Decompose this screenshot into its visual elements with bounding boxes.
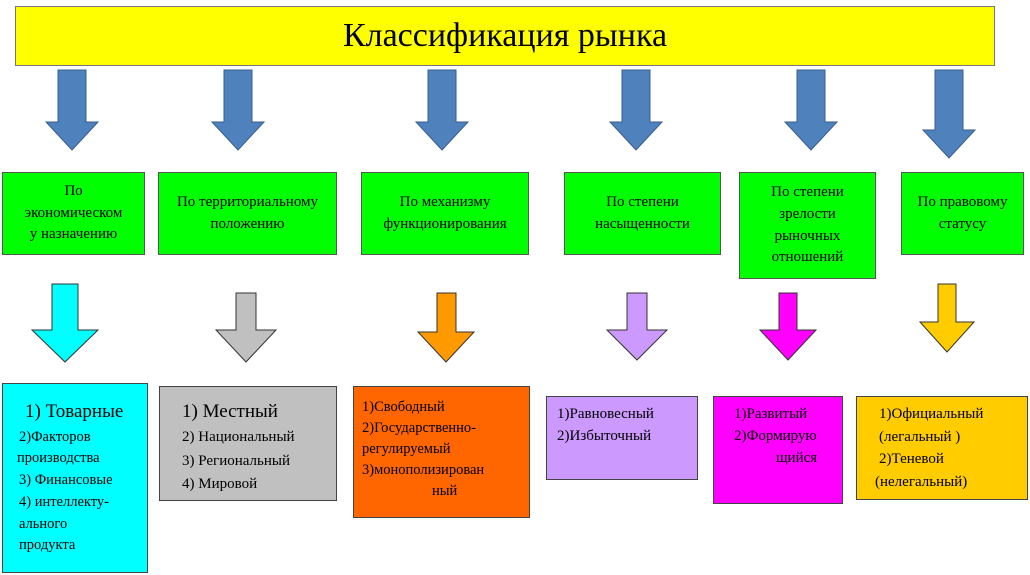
category-legal-status: По правовому статусу [901,172,1024,255]
detail-line: (нелегальный) [875,473,968,490]
category-mechanism: По механизму функционирования [361,172,529,255]
detail-line: 1)Свободный [362,399,445,415]
arrow-down-icon [414,69,470,151]
arrow-down-icon [30,283,100,363]
detail-line: 1)Официальный [879,406,984,422]
category-territorial: По территориальному положению [158,172,337,255]
detail-line: (легальный ) [879,428,961,445]
detail-box-economic: 1) Товарные 2)Факторов производства 3) Ф… [2,383,148,573]
arrow-down-icon [214,292,278,363]
detail-line: ный [432,483,458,500]
arrow-down-icon [608,69,664,151]
detail-line: ального [19,515,68,532]
detail-line: 2) Национальный [182,429,295,446]
detail-line: 4) интеллекту- [19,493,109,510]
arrow-down-icon [783,69,839,151]
category-economic-purpose: По экономическом у назначению [2,172,145,255]
detail-box-mechanism: 1)Свободный 2)Государственно- регулируем… [353,386,530,518]
detail-line: 1)Развитый [734,406,808,422]
detail-box-legal: 1)Официальный (легальный ) 2)Теневой (не… [856,396,1028,500]
detail-line: 3) Региональный [182,452,291,469]
category-maturity: По степени зрелости рыночных отношений [739,172,876,279]
detail-line: 2)Теневой [879,451,944,467]
detail-line: щийся [776,449,818,466]
arrow-down-icon [605,292,669,361]
detail-line: производства [17,450,100,467]
arrow-down-icon [758,292,818,361]
category-saturation: По степени насыщенности [564,172,721,255]
detail-line: 3) Финансовые [19,472,113,488]
detail-box-territorial: 1) Местный 2) Национальный 3) Региональн… [159,386,337,501]
arrow-down-icon [416,292,476,363]
detail-line: 1) Товарные [25,401,124,422]
detail-line: 2)Избыточный [557,427,652,444]
arrow-down-icon [921,69,977,159]
detail-line: 1) Местный [182,401,278,422]
detail-line: 2)Формирую [734,427,817,444]
detail-line: 2)Государственно- [362,420,477,437]
detail-line: 1)Равновесный [557,406,654,422]
arrow-down-icon [44,69,100,151]
detail-line: регулируемый [362,441,451,458]
detail-box-saturation: 1)Равновесный 2)Избыточный [546,396,698,480]
detail-line: продукта [19,537,76,554]
arrow-down-icon [918,283,976,353]
detail-line: 3)монополизирован [362,462,485,479]
detail-line: 2)Факторов [19,428,91,445]
detail-line: 4) Мировой [182,475,258,492]
detail-box-maturity: 1)Развитый 2)Формирую щийся [713,396,843,504]
diagram-title: Классификация рынка [15,6,995,66]
arrow-down-icon [210,69,266,151]
